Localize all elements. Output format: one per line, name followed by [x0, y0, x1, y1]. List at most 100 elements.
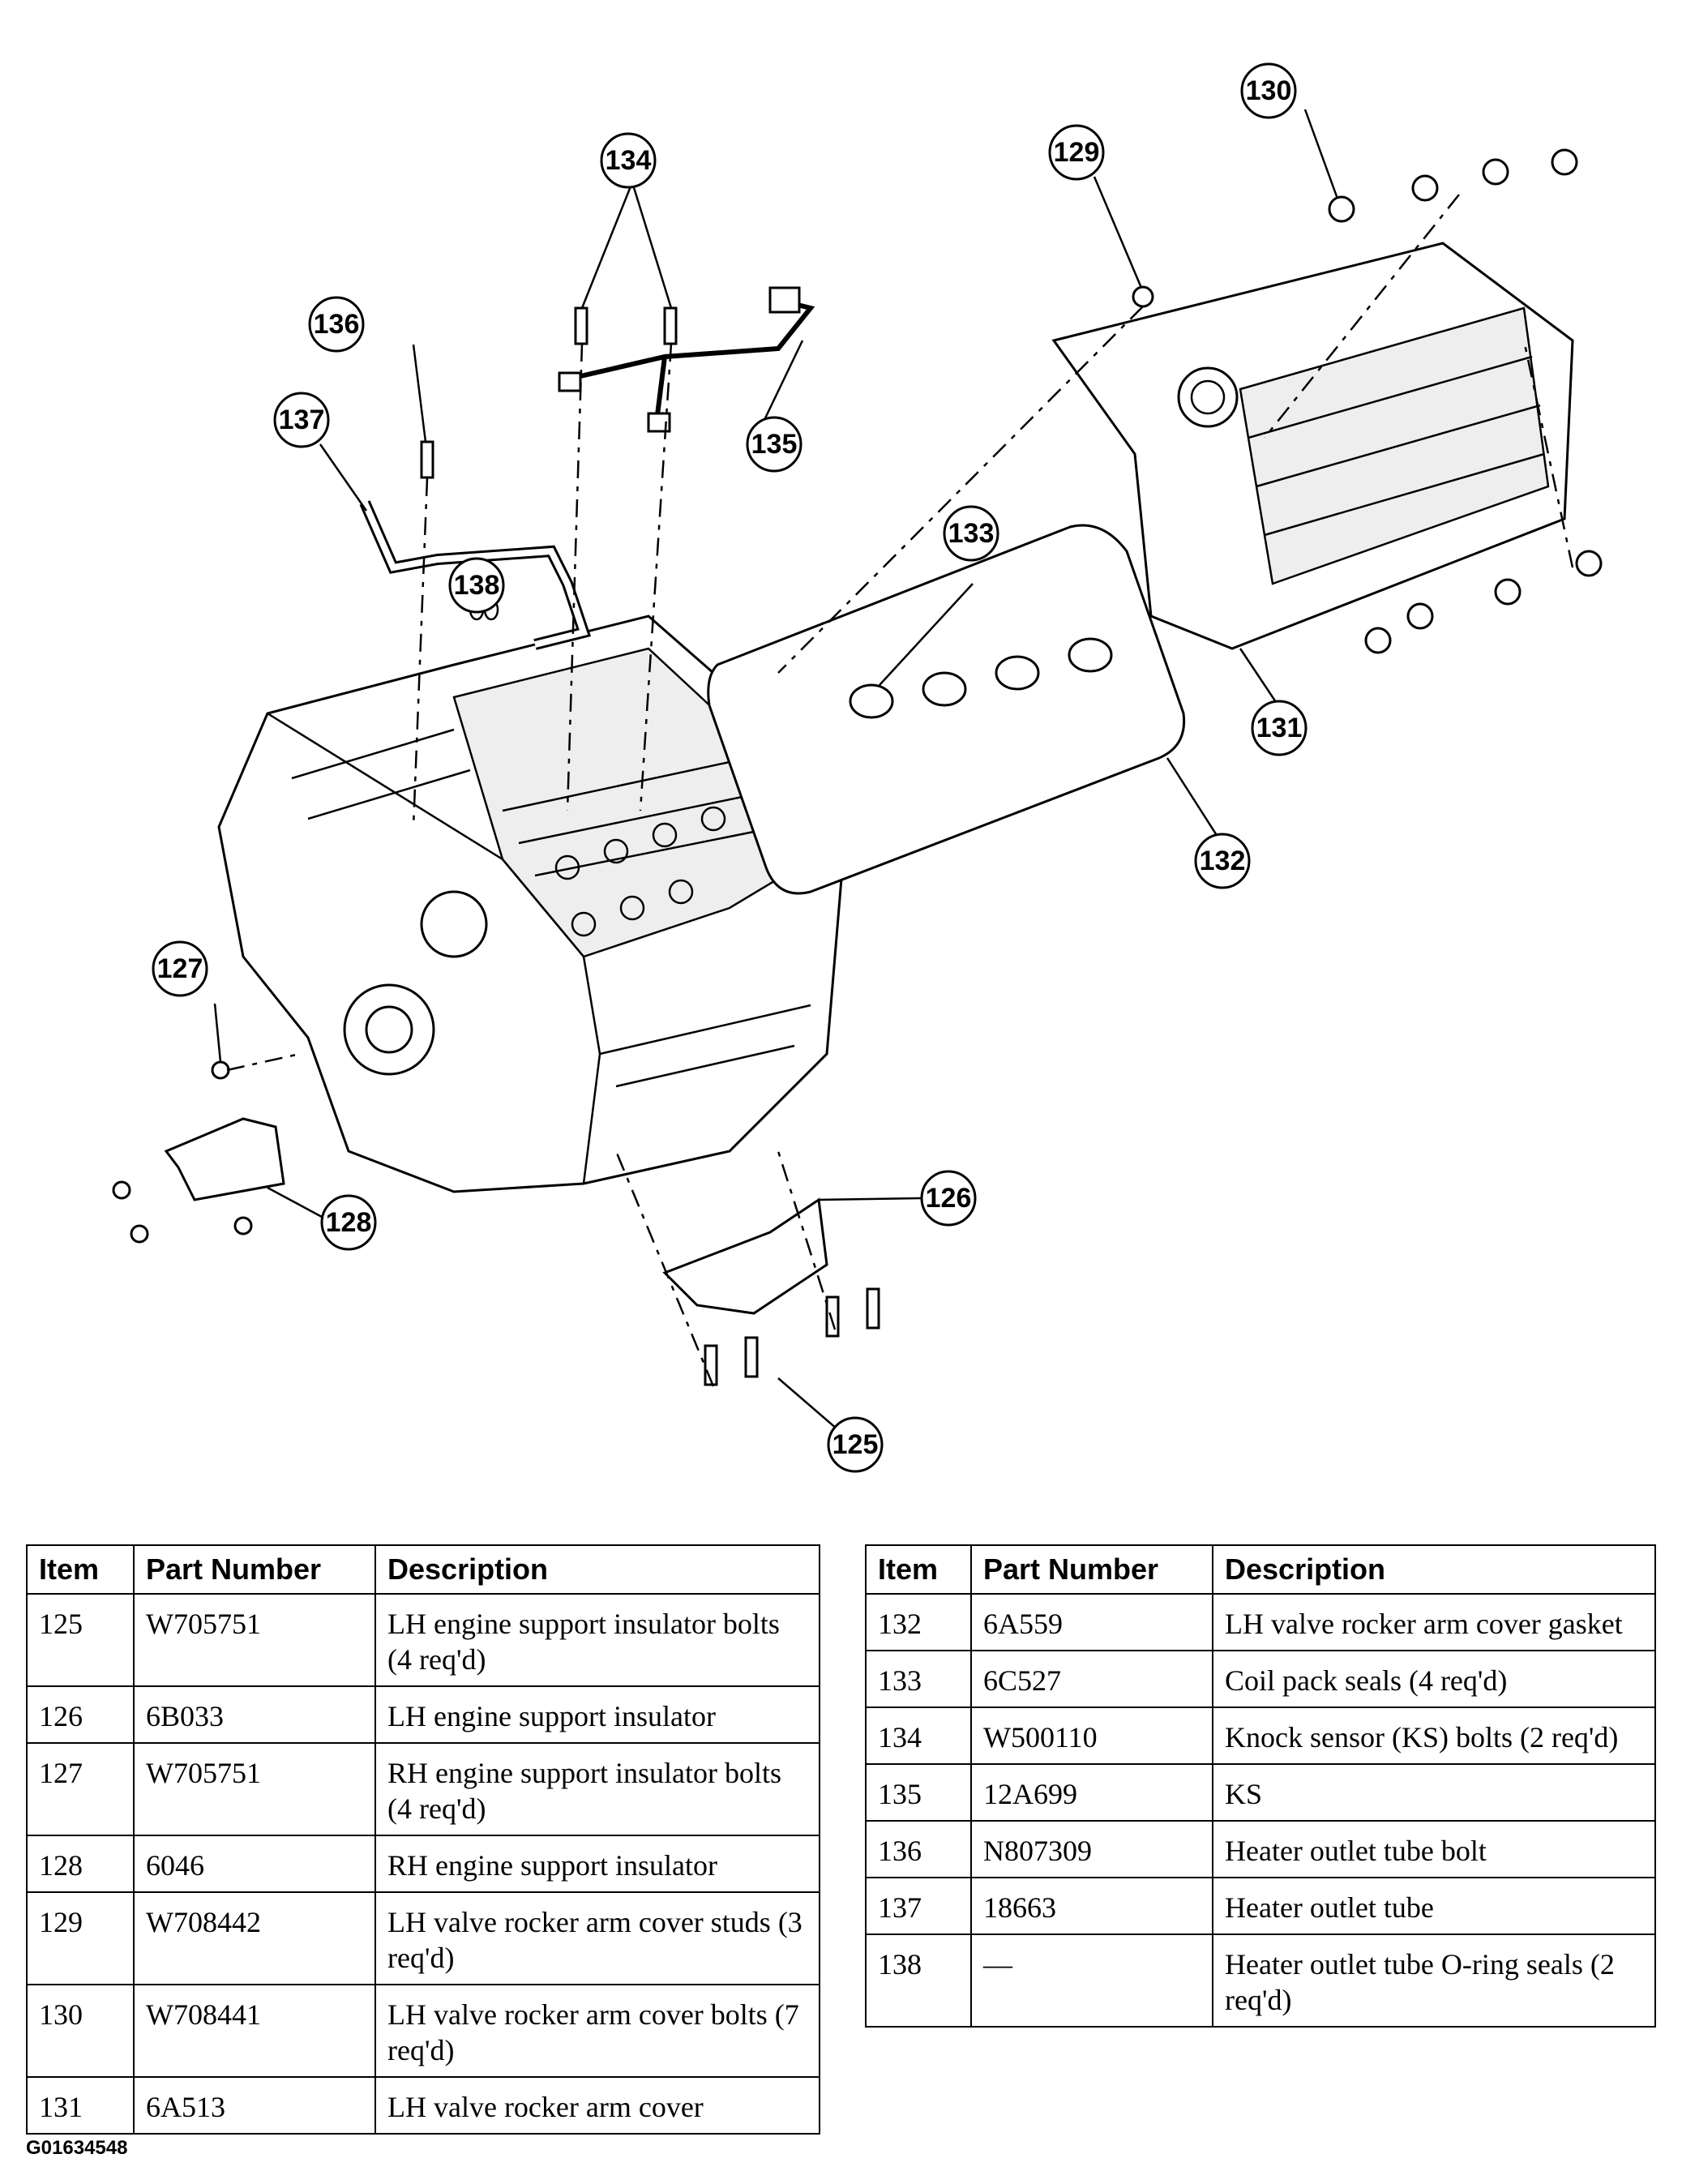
cell-item: 127	[26, 1742, 135, 1836]
cell-description: LH valve rocker arm cover bolts (7 req'd…	[374, 1984, 820, 2078]
valve-rocker-arm-cover	[1051, 242, 1574, 650]
cell-item: 130	[26, 1984, 135, 2078]
cell-description: KS	[1212, 1763, 1656, 1822]
cell-part-number: 6046	[133, 1835, 376, 1893]
cell-item: 132	[865, 1593, 972, 1651]
cell-description: LH engine support insulator	[374, 1685, 820, 1744]
svg-text:134: 134	[606, 145, 652, 176]
callout-135: 135	[746, 416, 802, 473]
svg-text:132: 132	[1200, 846, 1246, 876]
engine-support-insulators	[164, 1117, 828, 1315]
svg-text:126: 126	[926, 1183, 972, 1214]
header-item: Item	[865, 1544, 972, 1595]
cell-part-number: N807309	[970, 1820, 1213, 1878]
cell-part-number: W705751	[133, 1742, 376, 1836]
cell-part-number: W500110	[970, 1707, 1213, 1765]
cell-part-number: W705751	[133, 1593, 376, 1687]
cell-part-number: 6C527	[970, 1650, 1213, 1708]
callout-132: 132	[1194, 833, 1251, 889]
callout-133: 133	[943, 505, 999, 562]
cell-description: LH valve rocker arm cover studs (3 req'd…	[374, 1891, 820, 1985]
cell-part-number: 6B033	[133, 1685, 376, 1744]
header-part-number: Part Number	[133, 1544, 376, 1595]
cell-description: Coil pack seals (4 req'd)	[1212, 1650, 1656, 1708]
cell-item: 129	[26, 1891, 135, 1985]
callout-129: 129	[1048, 124, 1105, 181]
svg-text:135: 135	[751, 429, 798, 460]
cell-part-number: —	[970, 1933, 1213, 2028]
cell-description: RH engine support insulator bolts (4 req…	[374, 1742, 820, 1836]
cell-part-number: W708442	[133, 1891, 376, 1985]
svg-text:128: 128	[326, 1207, 372, 1238]
cell-item: 137	[865, 1877, 972, 1935]
cell-description: LH valve rocker arm cover gasket	[1212, 1593, 1656, 1651]
cell-item: 135	[865, 1763, 972, 1822]
table-header-row: Item Part Number Description	[26, 1544, 820, 1595]
cell-description: LH valve rocker arm cover	[374, 2076, 820, 2135]
header-description: Description	[374, 1544, 820, 1595]
callout-128: 128	[320, 1194, 377, 1251]
header-item: Item	[26, 1544, 135, 1595]
svg-text:131: 131	[1256, 713, 1303, 743]
figure-id: G01634548	[26, 2137, 128, 2159]
callout-138: 138	[448, 557, 505, 614]
cell-item: 138	[865, 1933, 972, 2028]
valve-cover-gasket	[707, 524, 1186, 895]
cell-item: 136	[865, 1820, 972, 1878]
header-part-number: Part Number	[970, 1544, 1213, 1595]
svg-text:133: 133	[948, 518, 995, 549]
callout-136: 136	[308, 296, 365, 353]
cell-item: 131	[26, 2076, 135, 2135]
cell-part-number: 18663	[970, 1877, 1213, 1935]
callout-137: 137	[273, 392, 330, 448]
cell-part-number: W708441	[133, 1984, 376, 2078]
cell-description: LH engine support insulator bolts (4 req…	[374, 1593, 820, 1687]
knock-sensor	[558, 286, 815, 433]
cell-item: 134	[865, 1707, 972, 1765]
cell-description: Heater outlet tube O-ring seals (2 req'd…	[1212, 1933, 1656, 2028]
cell-item: 128	[26, 1835, 135, 1893]
callout-125: 125	[827, 1416, 884, 1473]
svg-text:129: 129	[1054, 137, 1100, 168]
svg-text:127: 127	[157, 953, 203, 984]
callout-131: 131	[1251, 700, 1308, 756]
cell-description: Knock sensor (KS) bolts (2 req'd)	[1212, 1707, 1656, 1765]
bolts	[112, 148, 1603, 1386]
engine-exploded-diagram: 125 126 127 128 129 130 131 132 133 134 …	[112, 62, 1603, 1473]
cell-part-number: 6A513	[133, 2076, 376, 2135]
cell-item: 125	[26, 1593, 135, 1687]
callout-130: 130	[1240, 62, 1297, 119]
svg-text:136: 136	[314, 309, 360, 340]
table-header-row: Item Part Number Description	[865, 1544, 1656, 1595]
engine-block	[217, 615, 845, 1193]
callout-126: 126	[920, 1170, 977, 1227]
header-description: Description	[1212, 1544, 1656, 1595]
cell-description: RH engine support insulator	[374, 1835, 820, 1893]
cell-description: Heater outlet tube bolt	[1212, 1820, 1656, 1878]
cell-item: 126	[26, 1685, 135, 1744]
svg-text:137: 137	[279, 405, 325, 435]
svg-text:130: 130	[1246, 75, 1292, 106]
svg-text:125: 125	[832, 1429, 879, 1460]
svg-text:138: 138	[454, 570, 500, 601]
callout-134: 134	[600, 132, 657, 189]
cell-part-number: 12A699	[970, 1763, 1213, 1822]
cell-item: 133	[865, 1650, 972, 1708]
cell-description: Heater outlet tube	[1212, 1877, 1656, 1935]
cell-part-number: 6A559	[970, 1593, 1213, 1651]
table-row: 138—Heater outlet tube O-ring seals (2 r…	[865, 1933, 1656, 2028]
